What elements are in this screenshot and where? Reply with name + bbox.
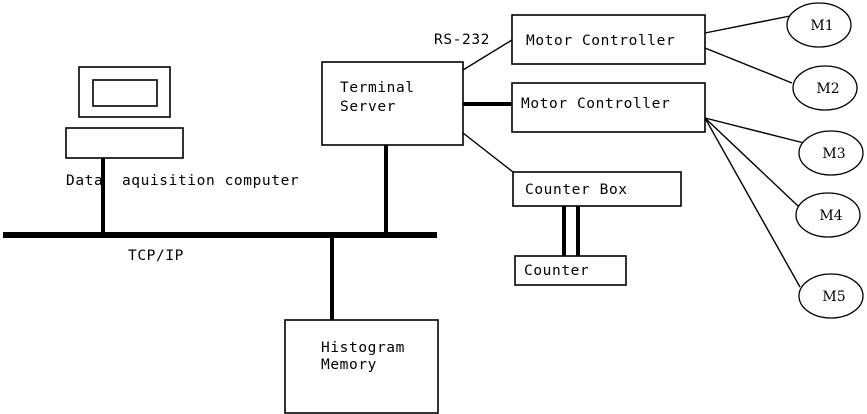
motor-m4-label: M4 [819,208,842,224]
histogram-memory-label-line1: Histogram [321,340,405,356]
motor-controller-2-box [511,82,706,133]
motor-m5-ellipse [798,273,864,319]
motor-m2-ellipse [792,65,858,111]
motor-controller-1-label: Motor Controller [526,33,675,49]
counter-box-label: Counter Box [525,182,628,198]
motor-m2-label: M2 [816,81,839,97]
motor-m5-label: M5 [822,289,845,305]
monitor-screen [92,79,158,107]
counter-label: Counter [524,263,589,279]
rs232-label: RS-232 [434,32,490,48]
link-mc1-m2 [704,47,793,84]
motor-m1-label: M1 [810,18,833,34]
computer-label: Data aquisition computer [66,173,299,189]
link-mc2-m4 [704,117,799,207]
motor-m4-ellipse [795,192,861,238]
motor-m3-label: M3 [822,146,845,162]
counter-box [514,255,627,286]
motor-controller-2-label: Motor Controller [521,96,670,112]
link-mc1-m1 [704,15,791,34]
link-mc2-m5 [704,117,801,288]
motor-m1-ellipse [786,2,852,48]
computer-base [65,127,184,159]
tcpip-label: TCP/IP [128,248,184,264]
terminal-server-label-line2: Server [340,99,396,115]
histogram-memory-box [284,319,439,414]
counter-box-box [512,171,682,207]
motor-m3-ellipse [798,130,864,176]
terminal-server-label-line1: Terminal [340,80,415,96]
motor-controller-1-box [511,14,706,65]
link-mc2-m3 [704,117,805,144]
rs232-link-mc1 [462,39,513,71]
link-ts-counter-box [462,132,514,173]
histogram-memory-label-line2: Memory [321,357,377,373]
terminal-server-box [321,61,464,146]
